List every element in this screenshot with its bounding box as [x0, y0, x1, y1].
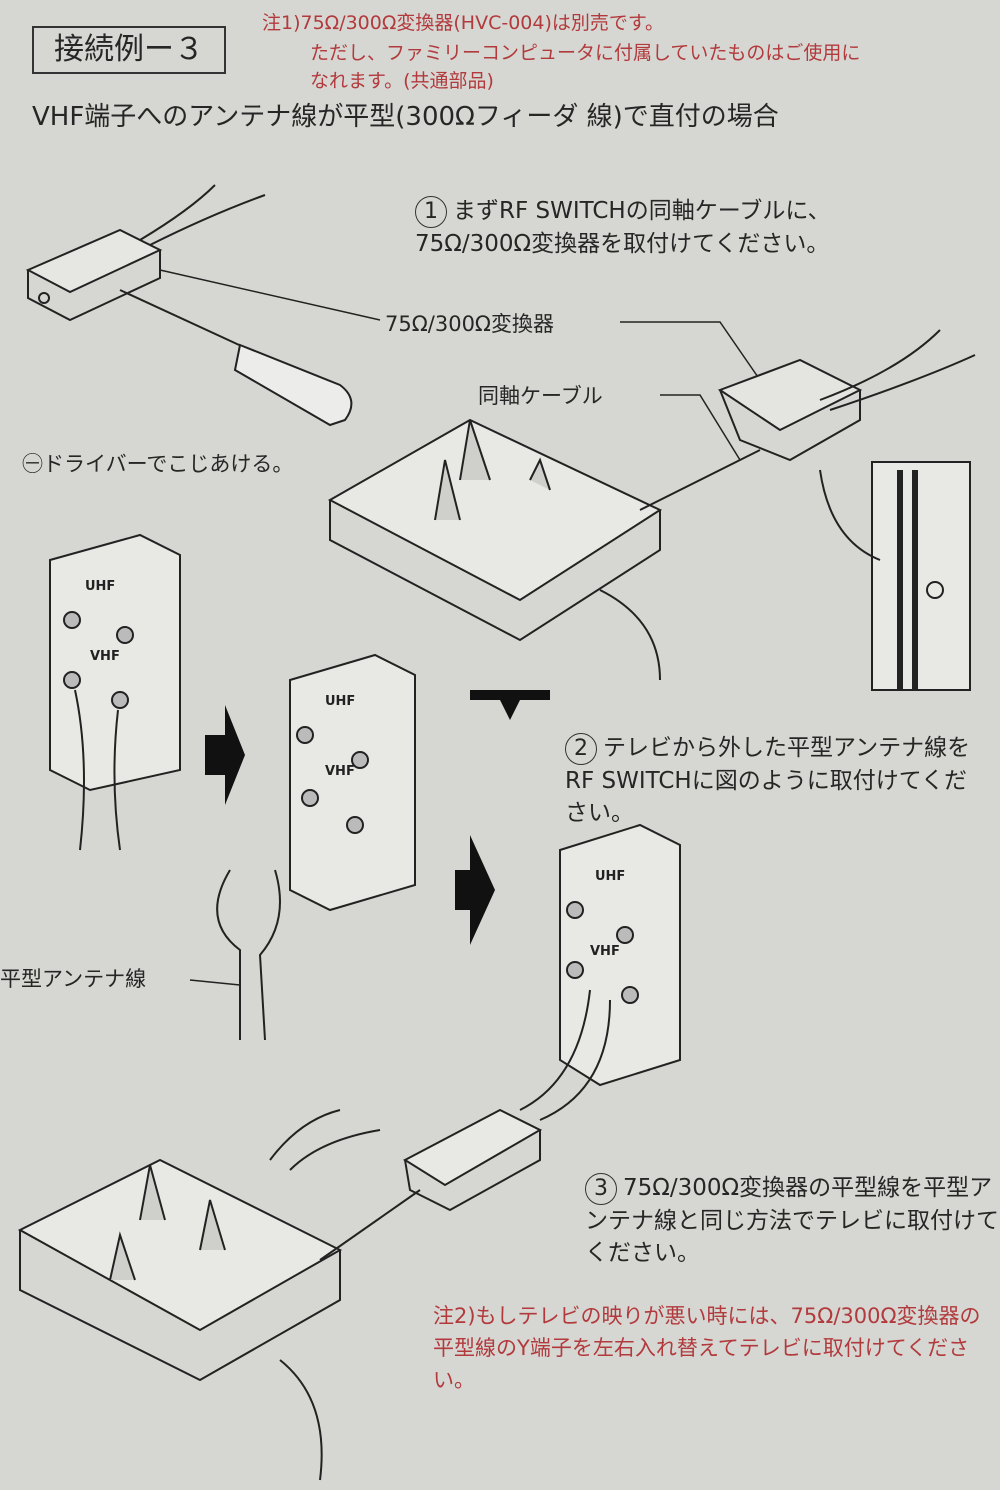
flat-antenna-wire-label: 平型アンテナ線: [0, 967, 147, 991]
converter-closeup: [717, 329, 976, 691]
converter-label: 75Ω/300Ω変換器: [385, 312, 554, 336]
page-subtitle: VHF端子へのアンテナ線が平型(300Ωフィーダ 線)で直付の場合: [32, 102, 779, 132]
converter-illustration: [25, 184, 266, 322]
rf-switch-illustration-top: [327, 418, 761, 681]
step-number: 2: [565, 733, 597, 765]
screwdriver-label: ㊀ドライバーでこじあける。: [22, 452, 294, 476]
uhf-label-3: UHF: [595, 869, 625, 884]
step-text: 75Ω/300Ω変換器の平型線を平型アンテナ線と同じ方法でテレビに取付けてくださ…: [585, 1175, 999, 1266]
step-text: テレビから外した平型アンテナ線をRF SWITCHに図のように取付けてください。: [565, 735, 971, 826]
wall-plate-after: UHF VHF: [519, 823, 681, 1121]
vhf-label-1: VHF: [90, 649, 120, 664]
screwdriver-illustration: [119, 289, 353, 427]
arrow-icon: [205, 690, 550, 945]
note2: 注2)もしテレビの映りが悪い時には、75Ω/300Ω変換器の平型線のY端子を左右…: [433, 1304, 981, 1392]
uhf-label-2: UHF: [325, 694, 355, 709]
uhf-label-1: UHF: [85, 579, 115, 594]
vhf-label-3: VHF: [590, 944, 620, 959]
note1-line-1: 注1)75Ω/300Ω変換器(HVC-004)は別売です。: [262, 12, 664, 34]
rf-switch-illustration-bottom: [17, 1108, 543, 1481]
wall-plate-before: UHF VHF: [49, 533, 181, 851]
section-title: 接続例ー３: [32, 26, 226, 74]
flat-antenna-wire-illustration: [189, 869, 281, 1041]
coax-cable-label: 同軸ケーブル: [478, 384, 603, 408]
wall-plate-middle: UHF VHF: [289, 653, 416, 912]
step-number: 3: [585, 1173, 617, 1205]
step-number: 1: [415, 196, 447, 228]
note1-line-2: ただし、ファミリーコンピュータに付属していたものはご使用に: [310, 42, 861, 64]
vhf-label-2: VHF: [325, 764, 355, 779]
step-text: まずRF SWITCHの同軸ケーブルに、75Ω/300Ω変換器を取付けてください…: [415, 198, 831, 257]
note1-line-3: なれます。(共通部品): [310, 70, 494, 92]
